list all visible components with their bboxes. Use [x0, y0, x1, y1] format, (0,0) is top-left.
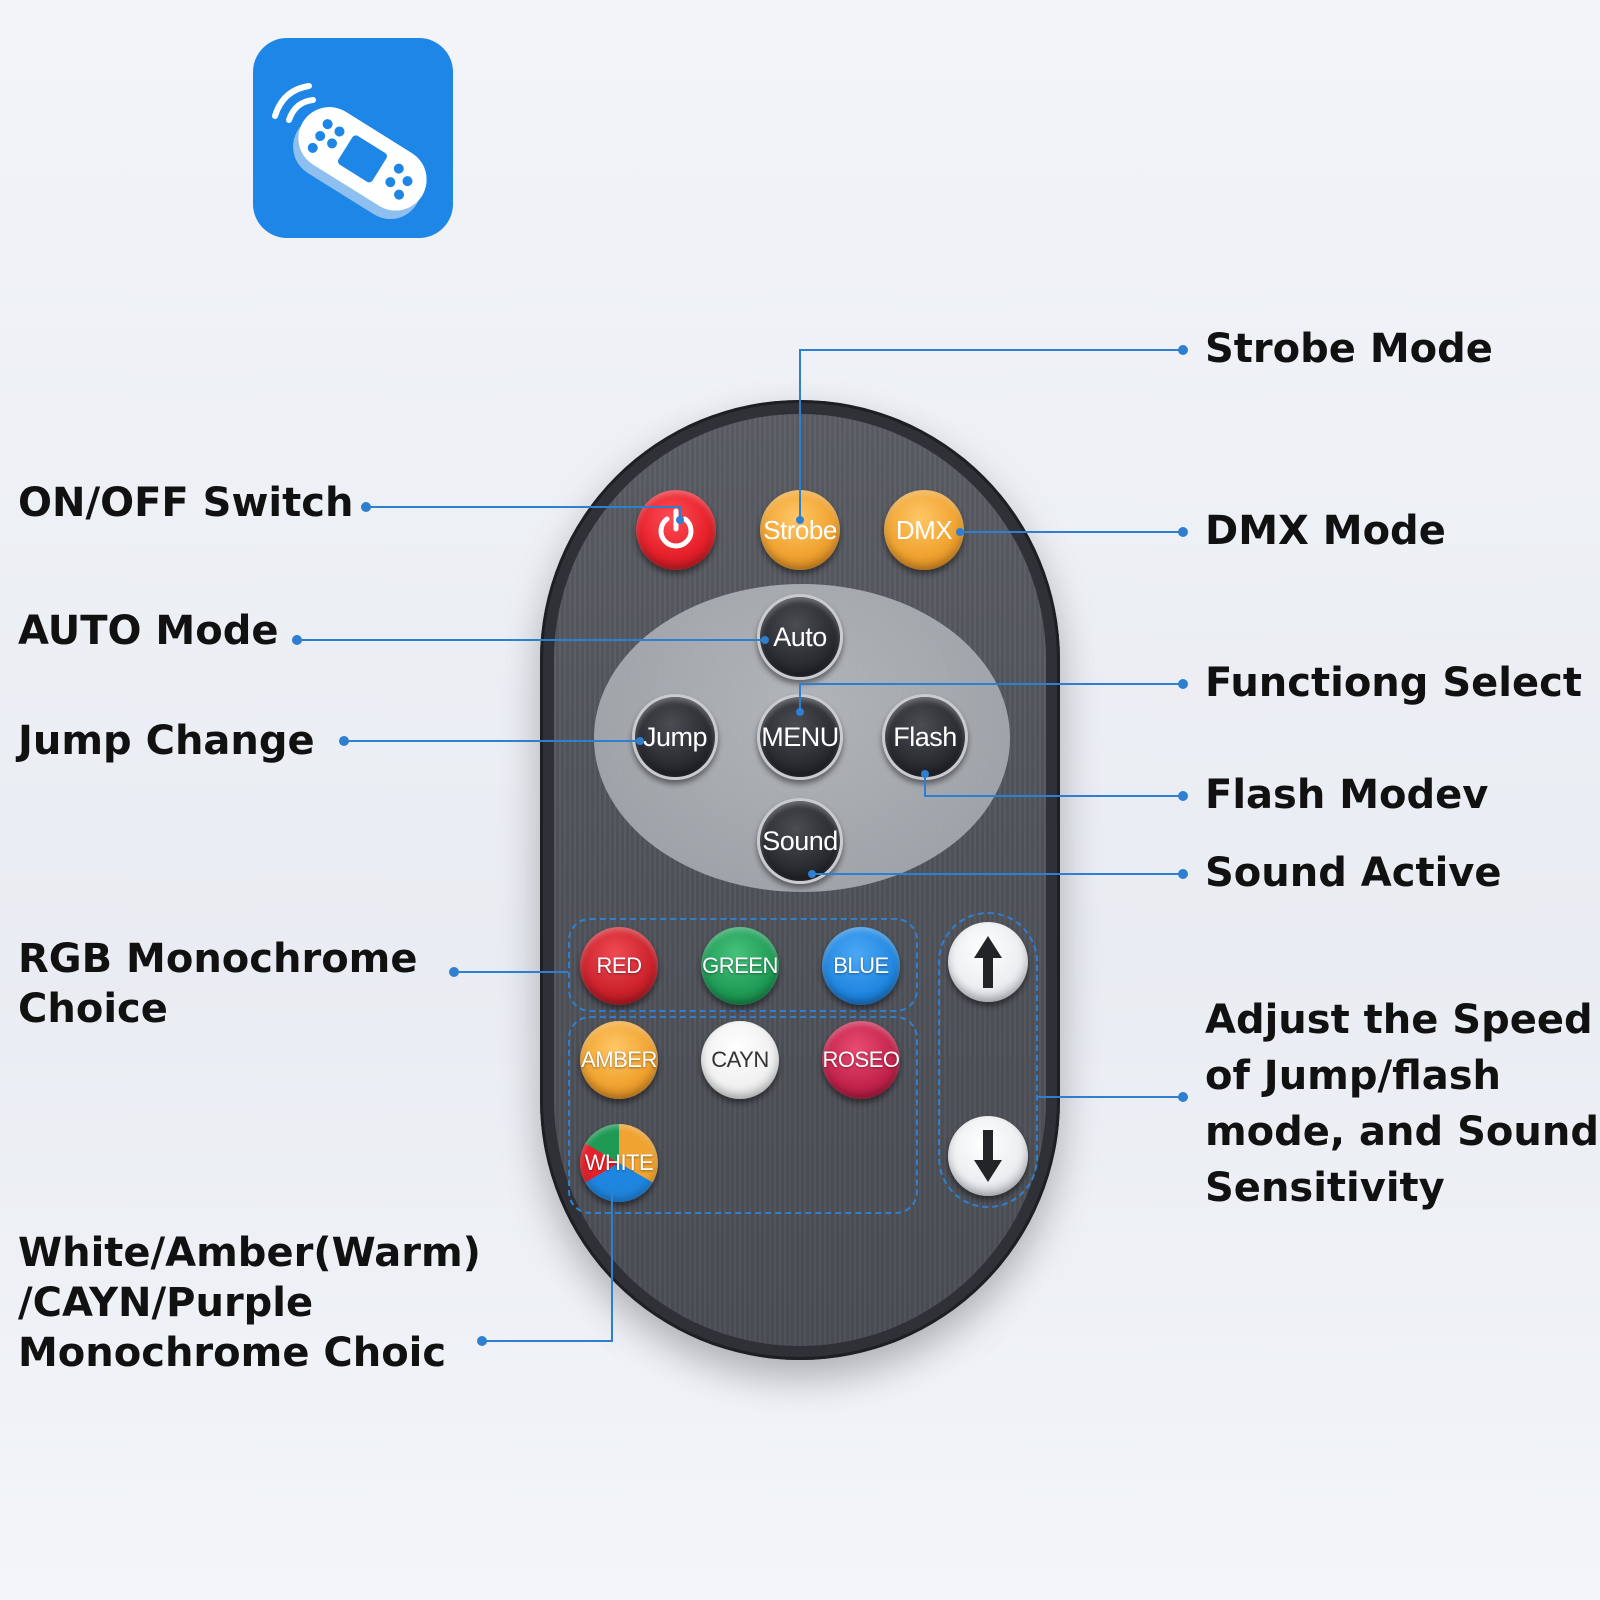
- dmx-button[interactable]: DMX: [884, 490, 964, 570]
- power-button[interactable]: [636, 490, 716, 570]
- label-jump-change: Jump Change: [18, 718, 315, 764]
- label-strobe-mode: Strobe Mode: [1205, 326, 1493, 372]
- power-icon: [658, 508, 694, 549]
- label-rgb-monochrome: RGB Monochrome Choice: [18, 936, 418, 1032]
- menu-button[interactable]: MENU: [757, 694, 843, 780]
- rgb-group-outline: [568, 918, 918, 1012]
- jump-dot: [339, 736, 349, 746]
- label-function-select: Functiong Select: [1205, 660, 1582, 706]
- sound-dot: [1178, 869, 1188, 879]
- function-dot: [1178, 679, 1188, 689]
- label-dmx-mode: DMX Mode: [1205, 508, 1446, 554]
- sound-button[interactable]: Sound: [757, 798, 843, 884]
- arrow-down-icon: [974, 1130, 1002, 1182]
- cayn-button[interactable]: CAYN: [701, 1021, 779, 1099]
- amber-button[interactable]: AMBER: [580, 1021, 658, 1099]
- speed-dot: [1178, 1092, 1188, 1102]
- white-button[interactable]: WHITE: [580, 1124, 658, 1202]
- red-button[interactable]: RED: [580, 927, 658, 1005]
- green-button[interactable]: GREEN: [701, 927, 779, 1005]
- mono-group-outline: [568, 1016, 918, 1214]
- arrow-up-icon: [974, 936, 1002, 988]
- label-flash-mode: Flash Modev: [1205, 772, 1489, 818]
- on-off-dot: [361, 502, 371, 512]
- dmx-dot: [1178, 527, 1188, 537]
- label-white-monochrome: White/Amber(Warm) /CAYN/Purple Monochrom…: [18, 1230, 481, 1376]
- flash-button[interactable]: Flash: [882, 694, 968, 780]
- strobe-button[interactable]: Strobe: [760, 490, 840, 570]
- jump-button[interactable]: Jump: [632, 694, 718, 780]
- auto-button[interactable]: Auto: [757, 594, 843, 680]
- strobe-dot: [1178, 345, 1188, 355]
- rgb-dot: [449, 967, 459, 977]
- remote-control-icon: [253, 38, 453, 238]
- auto-dot: [292, 635, 302, 645]
- label-sound-active: Sound Active: [1205, 850, 1502, 896]
- label-on-off-switch: ON/OFF Switch: [18, 480, 354, 526]
- roseo-button[interactable]: ROSEO: [822, 1021, 900, 1099]
- flash-dot: [1178, 791, 1188, 801]
- speed-group-outline: [938, 912, 1038, 1208]
- label-speed-adjust: Adjust the Speed of Jump/flash mode, and…: [1205, 997, 1599, 1211]
- label-auto-mode: AUTO Mode: [18, 608, 279, 654]
- speed-up-button[interactable]: [948, 922, 1028, 1002]
- blue-button[interactable]: BLUE: [822, 927, 900, 1005]
- speed-down-button[interactable]: [948, 1116, 1028, 1196]
